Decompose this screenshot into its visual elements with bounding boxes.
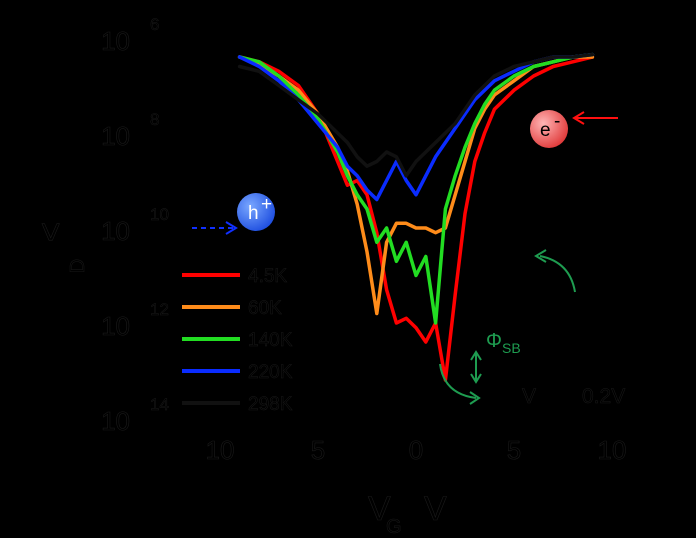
barrier-phi-symbol: Φ: [486, 330, 502, 352]
hole-arrow-head-icon: [225, 221, 238, 235]
legend-label: 140K: [248, 330, 293, 351]
x-tick-label: 10: [598, 435, 627, 465]
legend-label: 60K: [248, 298, 282, 319]
y-tick-label: 10: [101, 216, 130, 246]
electron-label-sup: -: [554, 111, 560, 132]
y-tick-label: 10: [101, 311, 130, 341]
curved-arrow-lower-head-icon: [469, 391, 481, 405]
barrier-double-arrow-heads-icon: [470, 350, 482, 384]
legend-label: 298K: [248, 394, 293, 415]
y-tick-exponent: 14: [150, 395, 169, 414]
y-tick-exponent: 8: [150, 110, 159, 129]
x-axis-unit: V: [424, 490, 447, 528]
hole-label-sup: +: [261, 194, 272, 215]
x-tick-label: 10: [206, 435, 235, 465]
y-axis-label: <: [32, 222, 70, 242]
curved-arrow-upper: [539, 255, 576, 293]
y-tick-exponent: 6: [150, 15, 159, 34]
y-tick-labels: 10 6 10 8 10 10 10 12 10 14: [101, 15, 169, 437]
y-tick-exponent: 10: [150, 205, 169, 224]
y-tick-label: 10: [101, 26, 130, 56]
curved-arrow-lower: [439, 363, 477, 399]
barrier-phi-subscript: SB: [502, 340, 521, 356]
x-tick-label: 0: [409, 435, 423, 465]
x-tick-label: 5: [507, 435, 521, 465]
legend-label: 220K: [248, 362, 293, 383]
y-axis-sub-group: D: [67, 259, 90, 274]
series-line-60k: [237, 55, 595, 316]
y-tick-exponent: 12: [150, 300, 169, 319]
electron-ball-icon: [530, 110, 568, 148]
drain-bias-symbol: V: [522, 385, 536, 408]
x-tick-label: 5: [311, 435, 325, 465]
legend-label: 4.5K: [248, 266, 287, 287]
hole-ball-icon: [237, 193, 275, 231]
x-axis-label-subscript: G: [386, 516, 402, 538]
electron-arrow-head-icon: [572, 111, 585, 125]
series-lines: [237, 52, 595, 382]
drain-bias-value: 0.2V: [582, 385, 625, 408]
y-tick-label: 10: [101, 406, 130, 436]
legend: 4.5K 60K 140K 220K 298K: [182, 266, 293, 415]
series-line-220k: [237, 52, 595, 202]
hole-label: h: [248, 203, 259, 224]
y-axis-label-group: <: [32, 222, 71, 242]
y-tick-label: 10: [101, 121, 130, 151]
x-axis-label: V: [368, 490, 391, 528]
series-line-298k: [237, 52, 595, 178]
y-axis-label-subscript: D: [67, 259, 89, 273]
curved-arrow-upper-head-icon: [534, 249, 547, 263]
electron-label: e: [540, 120, 551, 141]
x-tick-labels: 10 5 0 5 10: [205, 435, 627, 466]
